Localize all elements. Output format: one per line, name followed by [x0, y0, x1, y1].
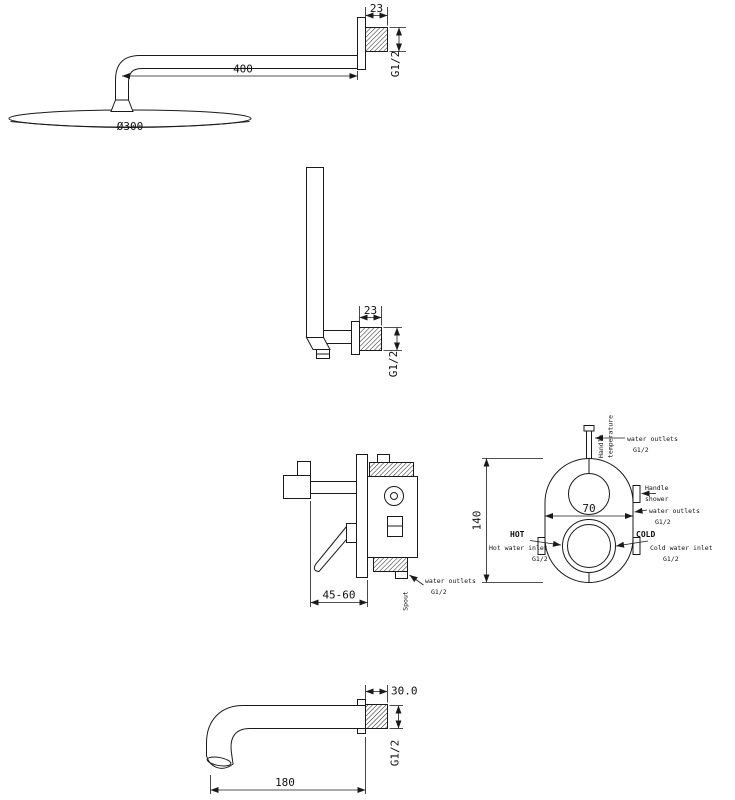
valve-bottom-port [395, 571, 408, 579]
shower-handle-front [562, 519, 616, 573]
thread-hatch [365, 704, 388, 729]
shower-arm-inner [128, 68, 358, 100]
hot-inlet-tab [537, 537, 546, 555]
hot-thread-label: G1/2 [532, 555, 548, 563]
dim-thread-size: G1/2 [389, 705, 403, 767]
mid-outlet-label: water outlets [649, 507, 700, 515]
dim-arm-length: 400 [122, 63, 358, 80]
pipe-body [306, 167, 324, 338]
dim-flange-width: 23 [365, 2, 388, 26]
shower-handle-label-line1: Handle [645, 484, 669, 492]
outlet-elbow [305, 337, 331, 350]
mid-outlet-thread-label: G1/2 [655, 518, 671, 526]
valve-trim-plate [356, 454, 368, 578]
top-outlet-thread-label: G1/2 [633, 446, 649, 454]
shower-handle-callout: Handle shower [641, 484, 669, 503]
shower-handle-label-line2: shower [645, 495, 669, 503]
spout-port-label: Spout [402, 591, 410, 611]
cold-thread-label: G1/2 [663, 555, 679, 563]
shower-arm-outer [115, 55, 358, 100]
shower-handle-tab [632, 485, 641, 503]
side-outlet-label: water outlets [425, 577, 476, 585]
shower-arm-connector [110, 99, 134, 112]
head-diameter-label: Ø300 [117, 120, 144, 133]
valve-height-label: 140 [471, 511, 484, 531]
dim-valve-width: 70 [545, 502, 633, 519]
drop-pipe: 23 G1/2 [305, 167, 402, 378]
bath-spout: 30.0 G1/2 180 [206, 685, 418, 794]
spout-body [206, 705, 366, 769]
spout-mouth [206, 756, 232, 767]
valve-front-view: 70 Handle temperature water outlets G1/2… [489, 415, 713, 583]
cold-inlet-label: Cold water inlet [650, 544, 713, 552]
spout-length-label: 180 [275, 776, 295, 789]
hot-tag: HOT [510, 530, 525, 539]
dim-flange-width: 23 [359, 304, 382, 326]
flange-width-label: 23 [370, 2, 383, 15]
depth-range-label: 45-60 [322, 589, 355, 602]
thread-hatch [365, 27, 388, 52]
shower-lever [313, 525, 347, 573]
wall-flange-plate [357, 17, 366, 70]
hot-inlet-callout: HOT Hot water inlet G1/2 [489, 530, 562, 563]
valve-top-port [377, 454, 390, 463]
dim-thread-size: G1/2 [389, 27, 406, 78]
side-outlet-thread-label: G1/2 [431, 588, 447, 596]
wall-flange-plate [351, 321, 360, 355]
dim-depth-range: 45-60 [310, 501, 368, 607]
overhead-shower: 23 G1/2 400 Ø300 [8, 2, 406, 133]
dim-thread-size: G1/2 [383, 327, 402, 378]
dim-spout-length: 180 [210, 737, 366, 794]
dim-projection: 30.0 [365, 685, 418, 703]
arm-length-label: 400 [233, 63, 253, 76]
thread-size-label: G1/2 [389, 51, 402, 78]
cold-inlet-tab [632, 537, 641, 555]
dim-valve-height: 140 [471, 458, 543, 583]
shower-head-rim [10, 121, 250, 128]
cold-tag: COLD [636, 530, 655, 539]
valve-width-label: 70 [582, 502, 595, 515]
temp-handle-stem [310, 481, 357, 494]
stem-top-port [583, 425, 595, 432]
temp-handle-label-line2: temperature [607, 415, 615, 458]
valve-body-bottom [373, 557, 408, 572]
temp-handle-label-line1: Handle [597, 434, 605, 458]
mid-outlet-callout: water outlets G1/2 [634, 507, 700, 526]
cold-inlet-callout: COLD Cold water inlet G1/2 [615, 530, 713, 563]
lever-boss [346, 523, 357, 543]
side-outlet-callout: water outlets G1/2 Spout [402, 574, 476, 611]
valve-side-view: 45-60 water outlets G1/2 Spout [283, 454, 476, 611]
hot-inlet-label: Hot water inlet [489, 544, 548, 552]
valve-body-top [369, 462, 414, 477]
temp-handle [283, 475, 311, 499]
projection-label: 30.0 [391, 685, 418, 698]
thread-size-label: G1/2 [389, 740, 402, 767]
flange-width-label: 23 [364, 304, 377, 317]
thread-size-label: G1/2 [387, 351, 400, 378]
top-outlet-label: water outlets [627, 435, 678, 443]
temp-handle-top [297, 461, 311, 476]
thread-hatch [359, 327, 382, 351]
top-outlet-callout: water outlets G1/2 [595, 435, 678, 454]
